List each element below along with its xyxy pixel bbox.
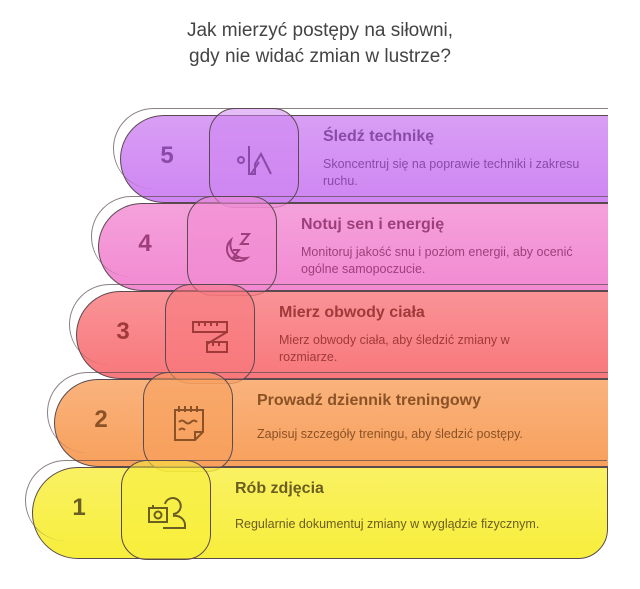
title-line-1: Jak mierzyć postępy na siłowni,	[186, 20, 454, 41]
step-heading: Rób zdjęcia	[235, 480, 324, 497]
step-row-1: 1 Rób zdjęcia Regularnie dokumentuj zmia…	[25, 460, 608, 560]
page-title: Jak mierzyć postępy na siłowni, gdy nie …	[0, 18, 640, 70]
notepad-icon	[174, 406, 204, 441]
step-number: 2	[94, 406, 108, 433]
step-number: 3	[116, 318, 130, 345]
measuring-tape-icon	[192, 321, 228, 353]
camera-person-icon	[148, 497, 186, 529]
step-description: Monitoruj jakość snu i poziom energii, a…	[301, 245, 573, 276]
step-row-4: 4 Notuj sen i energię Monitoruj jakość s…	[91, 196, 608, 296]
step-number: 1	[72, 494, 86, 521]
icon-pill	[143, 372, 233, 472]
step-heading: Śledź technikę	[323, 128, 435, 145]
step-heading: Mierz obwody ciała	[279, 304, 425, 321]
icon-pill	[187, 196, 277, 296]
step-row-5: 5 Śledź technikę Skoncentruj się na popr…	[113, 108, 608, 208]
step-description: Mierz obwody ciała, aby śledzić zmiany w…	[279, 333, 510, 364]
step-row-3: 3 Mierz obwody ciała Mierz obwody ciała,…	[69, 284, 608, 384]
title-line-2: gdy nie widać zmian w lustrze?	[189, 46, 451, 67]
step-row-2: 2 Prowadź dziennik treningowy Zapisuj sz…	[47, 372, 608, 472]
sleep-moon-icon	[225, 233, 252, 263]
step-description: Zapisuj szczegóły treningu, aby śledzić …	[257, 427, 523, 441]
step-number: 4	[138, 230, 152, 257]
step-number: 5	[160, 142, 174, 169]
step-heading: Prowadź dziennik treningowy	[257, 392, 482, 409]
exercise-pose-icon	[237, 146, 272, 175]
step-heading: Notuj sen i energię	[301, 216, 445, 233]
icon-pill	[165, 284, 255, 384]
step-description: Skoncentruj się na poprawie techniki i z…	[323, 157, 580, 188]
step-description: Regularnie dokumentuj zmiany w wyglądzie…	[235, 517, 540, 531]
